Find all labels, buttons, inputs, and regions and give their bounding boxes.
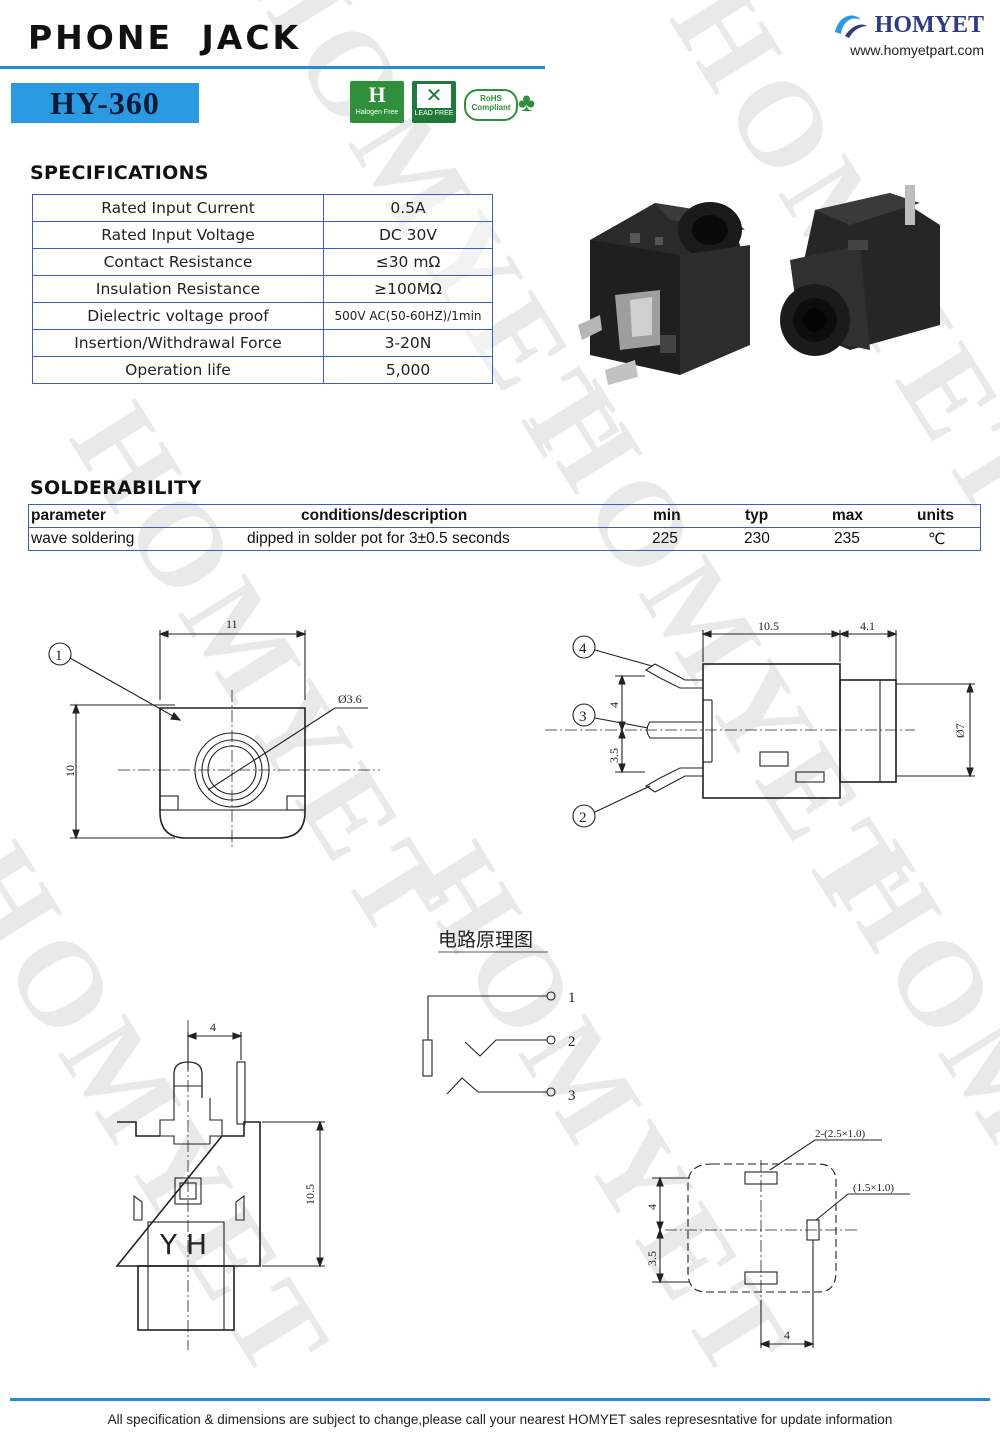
specifications-heading: SPECIFICATIONS	[30, 162, 209, 184]
product-photo	[578, 185, 940, 385]
dim-front-width: 11	[226, 617, 238, 631]
brand-url[interactable]: www.homyetpart.com	[850, 42, 984, 58]
spec-value: 500V AC(50-60HZ)/1min	[323, 302, 493, 330]
cell-min: 225	[652, 530, 678, 547]
solderability-table: parameter conditions/description min typ…	[28, 504, 981, 551]
model-badge: HY-360	[11, 83, 199, 123]
col-conditions: conditions/description	[301, 507, 468, 524]
footer-note: All specification & dimensions are subje…	[107, 1412, 893, 1427]
circuit-pin-3: 3	[568, 1088, 576, 1104]
front-view-drawing: 11 10 Ø3.6 1	[48, 617, 380, 850]
product-photo-right	[780, 185, 940, 356]
col-typ: typ	[745, 507, 769, 524]
spec-value: 5,000	[323, 356, 493, 384]
cell-max: 235	[834, 530, 860, 547]
pcb-dim-4v: 4	[645, 1204, 659, 1210]
spec-value: ≥100MΩ	[323, 275, 493, 303]
dim-top-height: 10.5	[303, 1184, 317, 1205]
spec-label: Operation life	[32, 356, 324, 384]
brand-block: HOMYET www.homyetpart.com	[831, 10, 984, 58]
dim-pin-35: 3.5	[607, 748, 621, 763]
brand-name: HOMYET	[874, 11, 984, 38]
rohs-label: RoHS	[480, 94, 502, 103]
halogen-free-icon: H Halogen Free	[350, 81, 404, 123]
callout-1: 1	[55, 648, 63, 664]
spec-label: Insulation Resistance	[32, 275, 324, 303]
lead-free-label: LEAD FREE	[414, 110, 454, 117]
col-min: min	[653, 507, 681, 524]
dim-side-length: 10.5	[758, 619, 779, 633]
lead-free-icon: ✕ LEAD FREE	[412, 81, 456, 123]
callout-2: 2	[579, 810, 587, 826]
table-row: Insulation Resistance≥100MΩ	[32, 275, 493, 303]
spec-label: Rated Input Current	[32, 194, 324, 222]
pcb-pad-1: (1.5×1.0)	[853, 1182, 894, 1194]
dim-pin-4: 4	[607, 702, 621, 708]
col-max: max	[832, 507, 864, 524]
callout-3: 3	[579, 709, 587, 725]
top-view-drawing: 4 Y H 10.5	[115, 1020, 325, 1350]
spec-label: Contact Resistance	[32, 248, 324, 276]
col-units: units	[917, 507, 955, 524]
circuit-schematic: 电路原理图 1 2 3	[422, 929, 576, 1104]
halogen-free-label: Halogen Free	[355, 109, 399, 116]
solderability-heading: SOLDERABILITY	[30, 477, 202, 499]
top-mark: Y H	[159, 1228, 207, 1261]
spec-label: Insertion/Withdrawal Force	[32, 329, 324, 357]
spec-label: Dielectric voltage proof	[32, 302, 324, 330]
product-photo-left	[578, 202, 750, 385]
table-header-row: parameter conditions/description min typ…	[29, 505, 980, 528]
table-row: wave soldering dipped in solder pot for …	[29, 528, 980, 550]
dim-front-height: 10	[63, 765, 77, 777]
spec-label: Rated Input Voltage	[32, 221, 324, 249]
brand-logo-icon	[834, 15, 867, 38]
spec-value: 3-20N	[323, 329, 493, 357]
dim-top-width: 4	[210, 1020, 216, 1034]
spec-value: DC 30V	[323, 221, 493, 249]
dim-side-nose: 4.1	[860, 619, 875, 633]
callout-4: 4	[579, 641, 587, 657]
pcb-dim-4h: 4	[784, 1328, 790, 1342]
title-underline	[0, 66, 545, 69]
side-view-drawing: 10.5 4.1 4 3.5 Ø7 4 3 2	[545, 619, 975, 828]
footer-divider	[10, 1398, 990, 1401]
circuit-pin-2: 2	[568, 1034, 576, 1050]
circuit-title: 电路原理图	[438, 929, 533, 951]
cell-typ: 230	[744, 530, 770, 547]
pcb-layout-drawing: 2-(2.5×1.0) (1.5×1.0) 4 3.5 4	[645, 1128, 910, 1348]
rohs-compliant-label: Compliant	[471, 103, 511, 112]
clover-icon: ♣	[518, 87, 536, 117]
spec-value: 0.5A	[323, 194, 493, 222]
cell-parameter: wave soldering	[31, 530, 135, 547]
pcb-dim-35: 3.5	[645, 1251, 659, 1266]
cell-units: ℃	[928, 531, 946, 548]
col-parameter: parameter	[31, 507, 106, 524]
pcb-pad-2: 2-(2.5×1.0)	[815, 1128, 866, 1140]
table-row: Contact Resistance≤30 mΩ	[32, 248, 493, 276]
rohs-icon: RoHS Compliant ♣	[464, 85, 540, 121]
technical-drawings: 11 10 Ø3.6 1 10.5 4.1	[48, 617, 975, 1350]
cell-conditions: dipped in solder pot for 3±0.5 seconds	[247, 530, 510, 547]
page-title: PHONE JACK	[28, 18, 302, 57]
dim-hole-dia: Ø3.6	[338, 692, 362, 706]
dim-side-dia: Ø7	[953, 723, 967, 738]
circuit-pin-1: 1	[568, 990, 576, 1006]
spec-value: ≤30 mΩ	[323, 248, 493, 276]
compliance-badges: H Halogen Free ✕ LEAD FREE RoHS Complian…	[350, 81, 540, 125]
